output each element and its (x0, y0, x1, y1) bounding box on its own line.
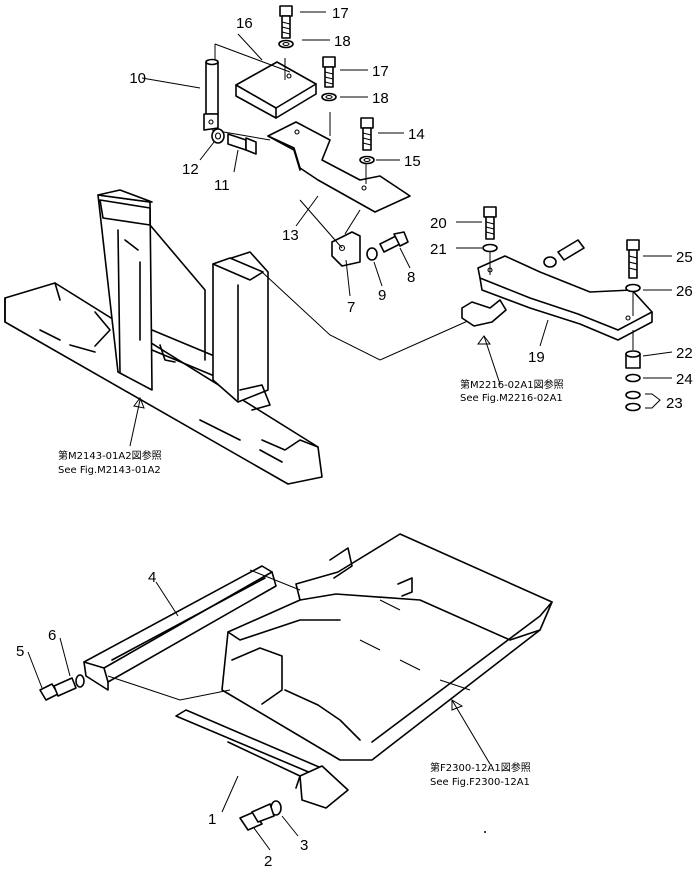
washers-23 (625, 390, 641, 412)
callout-7: 7 (347, 299, 355, 316)
part-4-rail (83, 565, 277, 691)
washer-21 (482, 243, 498, 253)
part-19-clip (461, 299, 507, 327)
ref-f2300-jp: 第F2300-12A1図参照 (430, 761, 531, 774)
spacer-22 (625, 350, 641, 369)
washer-18-lower (321, 92, 337, 102)
washer-26 (625, 283, 641, 293)
callout-23: 23 (666, 395, 683, 412)
stray-mark (484, 831, 486, 833)
callout-5: 5 (16, 643, 24, 660)
bolt-5 (39, 677, 77, 701)
callout-17-lower: 17 (372, 63, 389, 80)
callout-24: 24 (676, 371, 693, 388)
callout-12: 12 (182, 161, 199, 178)
washer-24 (625, 373, 641, 383)
callout-19: 19 (528, 349, 545, 366)
bolt-11 (227, 133, 257, 155)
main-frame (4, 189, 323, 485)
callout-22: 22 (676, 345, 693, 362)
callout-8: 8 (407, 269, 415, 286)
callout-10: 10 (129, 70, 146, 87)
callout-4: 4 (148, 569, 156, 586)
callout-6: 6 (48, 627, 56, 644)
callout-labels: 10 16 17 18 17 18 14 15 12 11 13 7 9 8 2… (16, 5, 693, 870)
reference-notes: 第M2216-02A1図参照 See Fig.M2216-02A1 第M2143… (58, 378, 564, 788)
part-19-plate (477, 255, 653, 341)
leader-lines (27, 11, 673, 851)
washer-18-upper (278, 39, 294, 49)
callout-2: 2 (264, 853, 272, 870)
callout-15: 15 (404, 153, 421, 170)
part-16-bracket (235, 61, 317, 119)
callout-21: 21 (430, 241, 447, 258)
ref-m2143-jp: 第M2143-01A2図参照 (58, 449, 162, 462)
bolt-20 (483, 206, 497, 240)
ref-m2216-en: See Fig.M2216-02A1 (460, 393, 563, 404)
callout-17-upper: 17 (332, 5, 349, 22)
callout-14: 14 (408, 126, 425, 143)
callout-1: 1 (208, 811, 216, 828)
ref-f2300-en: See Fig.F2300-12A1 (430, 777, 530, 788)
bolt-17-lower (322, 56, 336, 88)
callout-11: 11 (214, 177, 230, 194)
part-10-post (203, 58, 219, 131)
callout-25: 25 (676, 249, 693, 266)
bolt-17-upper (279, 5, 293, 39)
bolt-25 (626, 239, 640, 279)
callout-9: 9 (378, 287, 386, 304)
callout-13: 13 (282, 227, 299, 244)
callout-3: 3 (300, 837, 308, 854)
ref-m2143-en: See Fig.M2143-01A2 (58, 465, 161, 476)
bolt-2 (239, 803, 275, 831)
callout-18-upper: 18 (334, 33, 351, 50)
washer-6 (75, 674, 85, 688)
washer-9 (366, 247, 378, 261)
part-13-plate (267, 121, 411, 213)
washer-15 (359, 155, 375, 165)
bolt-14 (360, 117, 374, 151)
callout-20: 20 (430, 215, 447, 232)
part-1-bracket (175, 709, 349, 809)
bolt-8 (379, 231, 409, 253)
callout-26: 26 (676, 283, 693, 300)
battery-case (221, 533, 553, 761)
part-7-bracket (331, 231, 361, 267)
ref-m2216-jp: 第M2216-02A1図参照 (460, 378, 564, 391)
callout-16: 16 (236, 15, 253, 32)
callout-18-lower: 18 (372, 90, 389, 107)
side-bolt (543, 239, 585, 268)
washer-12 (211, 128, 225, 144)
